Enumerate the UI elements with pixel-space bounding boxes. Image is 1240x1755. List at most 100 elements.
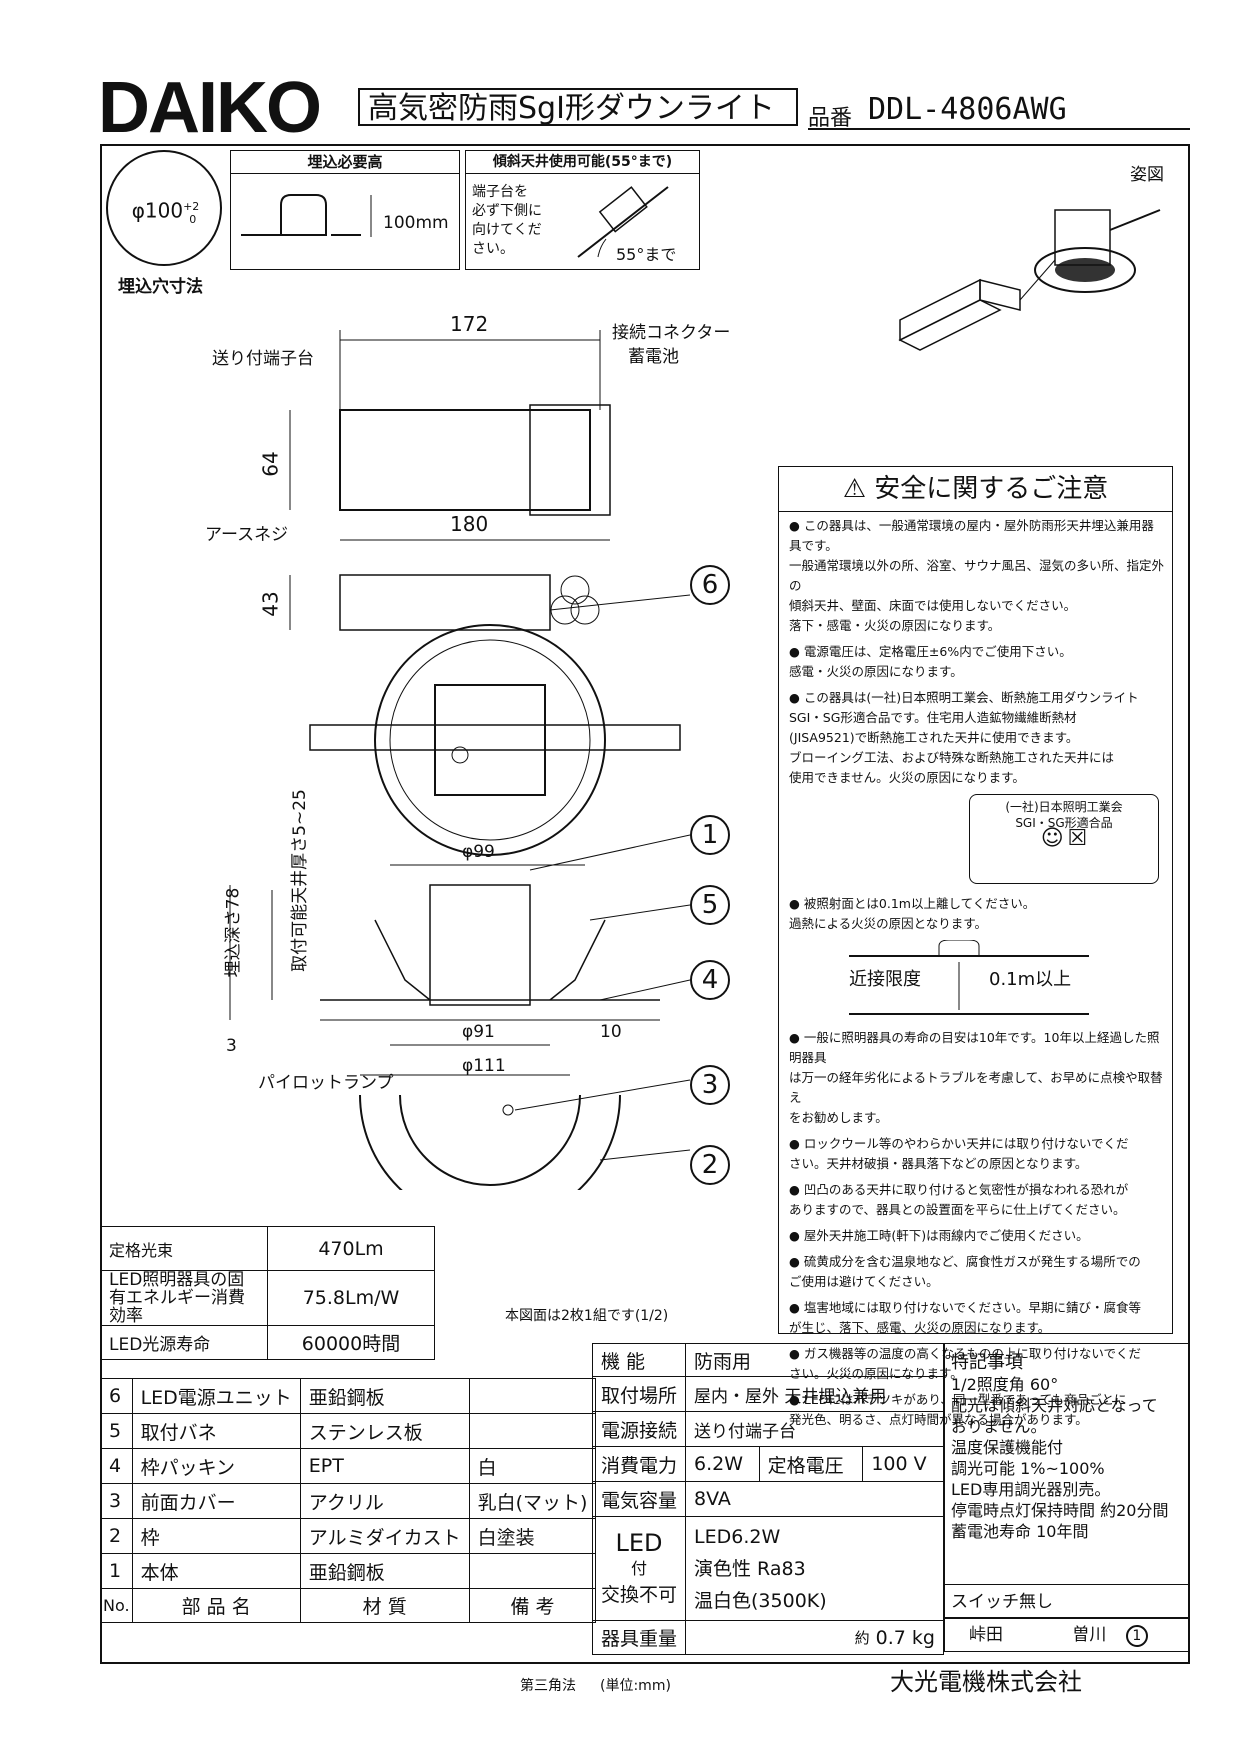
special-notes: 特記事項 1/2照度角 60°配光は傾斜天井対応となっておりません。温度保護機能… [944,1343,1190,1618]
isometric-view [898,209,1161,351]
dim-180: 180 [450,512,489,536]
spec-value: 60000時間 [267,1325,435,1360]
tilt-note: 端子台を 必ず下側に 向けてくだ さい。 [472,183,542,259]
projection-label: 第三角法 [520,1678,576,1694]
dim-43: 43 [258,591,283,617]
header-rule [808,128,1190,130]
main-drawing [229,330,691,1190]
dim-3: 3 [226,1036,237,1056]
spec-label: LED照明器具の固有エネルギー消費効率 [100,1270,268,1326]
hinban-label: 品番 [808,106,853,131]
table-header: No.部 品 名材 質備 考 [100,1588,597,1623]
dim-172: 172 [450,312,489,336]
tilt-note-line: 端子台を [472,184,528,200]
tilt-note-line: 向けてくだ [472,222,542,238]
special-title: 特記事項 [951,1352,1023,1373]
embed-height-value: 100mm [383,213,449,233]
proximity-diagram: 近接限度 0.1m以上 [789,940,1166,1028]
embed-hole-label: 埋込穴寸法 [118,277,203,297]
dim-ceiling-thickness: 取付可能天井厚さ5~25 [289,789,310,972]
sgi-mark: (一社)日本照明工業会 SGI・SG形適合品 ☺ ☒ [969,794,1159,884]
dim-depth: 埋込深さ78 [223,887,244,978]
safety-notes: ● この器具は、一般通常環境の屋内・屋外防雨形天井埋込兼用器具です。一般通常環境… [779,516,1172,1430]
tol-plus: +2 [183,200,200,213]
sign-number: 1 [1125,1625,1148,1647]
safety-item: ● 電源電圧は、定格電圧±6%内でご使用下さい。感電・火災の原因になります。 [789,644,1072,679]
tilt-note-line: 必ず下側に [472,203,542,219]
product-name: 高気密防雨SgI形ダウンライト [358,88,798,126]
dim-64: 64 [258,451,283,477]
spec-value: 75.8Lm/W [267,1270,435,1326]
switch-note: スイッチ無し [945,1584,1189,1618]
dim-phi111: φ111 [462,1056,506,1076]
proximity-label: 近接限度 [849,969,921,990]
embed-hole-circle: φ100+20 [106,150,222,266]
sign-1: 峠田 [969,1625,1003,1645]
special-lines: 1/2照度角 60°配光は傾斜天井対応となっておりません。温度保護機能付調光可能… [951,1375,1169,1541]
dim-phi91: φ91 [462,1022,495,1042]
label-connector: 接続コネクター [612,323,731,343]
dim-phi99: φ99 [462,842,495,862]
sign-2: 曽川 [1072,1625,1107,1645]
label-battery: 蓄電池 [628,347,679,367]
view-label: 姿図 [1130,165,1164,185]
dim-10: 10 [600,1022,622,1042]
safety-item: ● 一般に照明器具の寿命の目安は10年です。10年以上経過した照明器具は万一の経… [789,1030,1163,1125]
callout-5: 5 [690,885,730,925]
spec-label: 定格光束 [100,1226,268,1271]
embed-height-box: 埋込必要高 100mm [230,150,460,270]
callout-6: 6 [690,565,730,605]
tilt-note-line: さい。 [472,241,514,257]
safety-title: ⚠ 安全に関するご注意 [779,467,1172,512]
label-earth: アースネジ [205,525,289,545]
sign-row: 峠田 曽川 1 [944,1618,1190,1652]
label-pilot-lamp: パイロットランプ [258,1073,394,1093]
smile-icon: ☺ [1040,826,1064,851]
proximity-value: 0.1m以上 [989,969,1072,990]
unit-label: (単位:mm) [600,1678,671,1694]
company-name: 大光電機株式会社 [890,1668,1082,1696]
brand-logo: DAIKO [98,68,322,148]
safety-item: ● 塩害地域には取り付けないでください。早期に錆び・腐食等が生じ、落下、感電、火… [789,1300,1142,1335]
sgi-mark-line: (一社)日本照明工業会 [1005,800,1123,814]
safety-item: ● ロックウール等のやわらかい天井には取り付けないでください。天井材破損・器具落… [789,1136,1129,1171]
spec-label: LED光源寿命 [100,1325,268,1360]
sgi-mark-line: SGI・SG形適合品 [1015,816,1113,830]
embed-hole-diameter: φ100 [131,198,184,223]
callout-1: 1 [690,815,730,855]
safety-item: ● 凹凸のある天井に取り付けると気密性が損なわれる恐れがありますので、器具との設… [789,1182,1129,1217]
safety-item: ● 被照射面とは0.1m以上離してください。過熱による火災の原因となります。 [789,896,1036,931]
label-terminal: 送り付端子台 [212,349,314,369]
tilt-diagram [577,186,669,258]
safety-title-text: 安全に関するご注意 [874,474,1109,504]
safety-item: ● 屋外天井施工時(軒下)は雨線内でご使用ください。 [789,1228,1089,1243]
safety-item: ● 硫黄成分を含む温泉地など、腐食性ガスが発生する場所でのご使用は避けてください… [789,1254,1141,1289]
embed-height-diagram [241,194,372,237]
cross-icon: ☒ [1067,826,1088,851]
tilt-title: 傾斜天井使用可能(55°まで) [466,151,699,174]
drawing-frame [100,144,1190,1664]
callout-3: 3 [690,1065,730,1105]
set-note: 本図面は2枚1組です(1/2) [505,1308,669,1324]
hinban: DDL-4806AWG [868,92,1067,127]
embed-height-title: 埋込必要高 [231,151,459,174]
tilt-angle: 55°まで [616,245,677,264]
warning-icon: ⚠ [842,474,867,504]
tol-minus: 0 [189,212,197,226]
safety-notice: ⚠ 安全に関するご注意 ● この器具は、一般通常環境の屋内・屋外防雨形天井埋込兼… [778,466,1173,1427]
spec-value: 470Lm [267,1226,435,1271]
safety-item: ● この器具は、一般通常環境の屋内・屋外防雨形天井埋込兼用器具です。一般通常環境… [789,518,1165,633]
callout-4: 4 [690,960,730,1000]
callout-2: 2 [690,1145,730,1185]
tilt-box: 傾斜天井使用可能(55°まで) 端子台を 必ず下側に 向けてくだ さい。 55°… [465,150,700,270]
